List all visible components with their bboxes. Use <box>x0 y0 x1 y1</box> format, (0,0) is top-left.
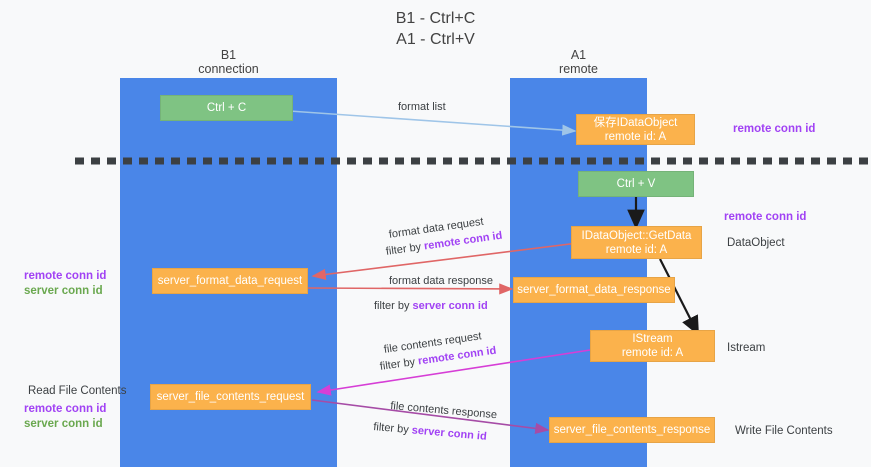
annotation-remote-conn-id-dataobject: remote conn id <box>724 211 807 223</box>
lane-header-a1: A1 remote <box>559 48 598 76</box>
edge-label-file-contents-response: file contents response <box>390 399 498 422</box>
node-save-idataobject[interactable]: 保存IDataObject remote id: A <box>576 114 695 145</box>
annotation-write-file-contents: Write File Contents <box>735 425 833 437</box>
node-server-format-data-request[interactable]: server_format_data_request <box>152 268 308 294</box>
node-ctrl-c[interactable]: Ctrl + C <box>160 95 293 121</box>
page-title: B1 - Ctrl+C A1 - Ctrl+V <box>395 10 476 48</box>
filter-key-server-conn-id: server conn id <box>412 300 488 312</box>
annotation-left-server-conn-id-1: server conn id <box>24 285 103 297</box>
edge-label-file-contents-response-filter: filter by server conn id <box>373 420 488 444</box>
annotation-read-file-contents: Read File Contents <box>28 385 127 397</box>
filter-prefix: filter by <box>385 240 425 258</box>
edge-label-format-list: format list <box>398 101 446 113</box>
filter-prefix: filter by <box>374 300 413 312</box>
node-server-file-contents-response[interactable]: server_file_contents_response <box>549 417 715 443</box>
node-idataobject-getdata[interactable]: IDataObject::GetData remote id: A <box>571 226 702 259</box>
edge-label-format-data-response: format data response <box>389 275 493 287</box>
node-server-format-data-response[interactable]: server_format_data_response <box>513 277 675 303</box>
annotation-remote-conn-id-top: remote conn id <box>733 123 816 135</box>
filter-prefix: filter by <box>379 355 419 373</box>
annotation-dataobject: DataObject <box>727 237 785 249</box>
edge-format-data-response <box>306 283 514 295</box>
edge-label-format-data-response-filter: filter by server conn id <box>374 299 488 313</box>
lane-header-b1: B1 connection <box>198 48 259 76</box>
filter-key-server-conn-id: server conn id <box>411 424 488 443</box>
node-ctrl-v[interactable]: Ctrl + V <box>578 171 694 197</box>
node-istream[interactable]: IStream remote id: A <box>590 330 715 362</box>
annotation-left-remote-conn-id-1: remote conn id <box>24 270 107 282</box>
annotation-istream: Istream <box>727 342 766 354</box>
node-server-file-contents-request[interactable]: server_file_contents_request <box>150 384 311 410</box>
annotation-left-server-conn-id-2: server conn id <box>24 418 103 430</box>
annotation-left-remote-conn-id-2: remote conn id <box>24 403 107 415</box>
edge-label-file-contents-response-text: file contents response <box>389 399 498 422</box>
filter-prefix: filter by <box>372 420 413 437</box>
